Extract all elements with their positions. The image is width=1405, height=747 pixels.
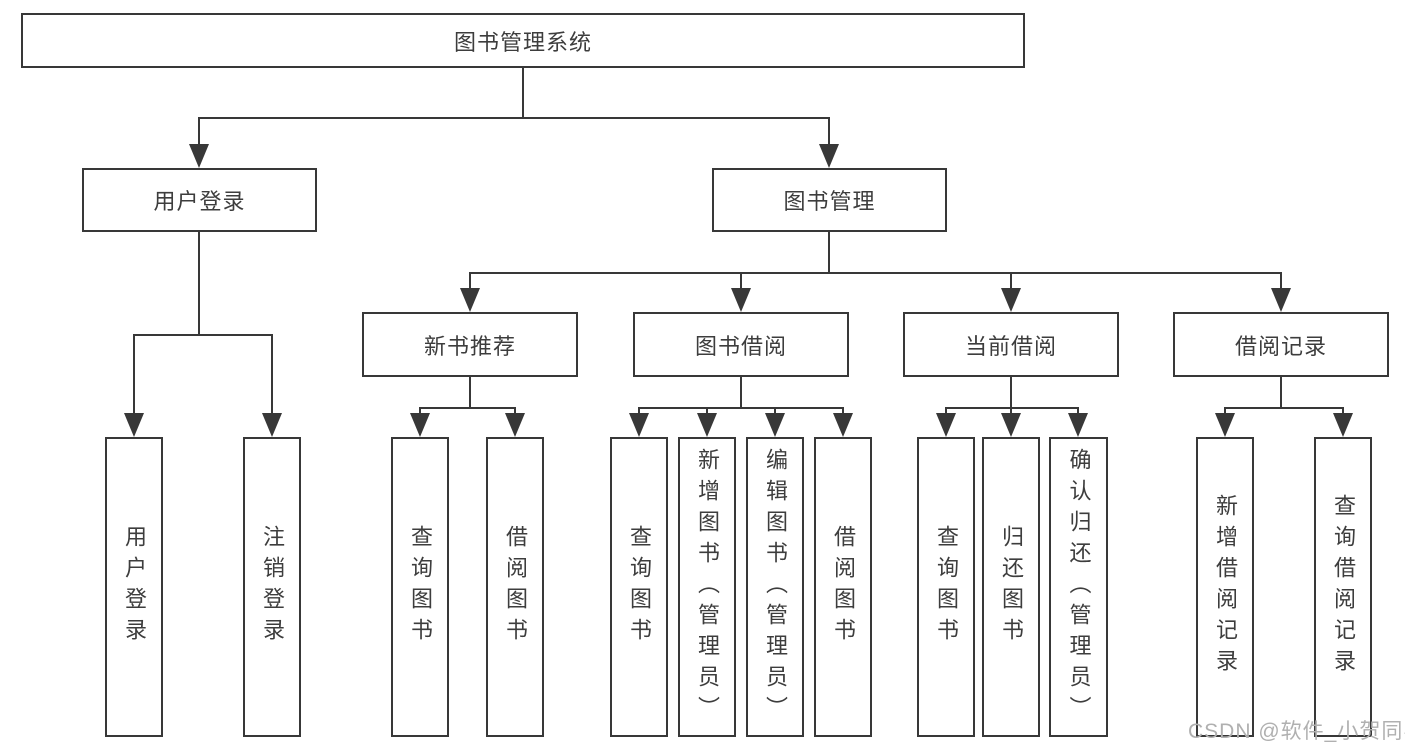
arrow-current-borrow-child-1-icon — [936, 413, 956, 437]
arrow-borrow-records-child-2-icon — [1333, 413, 1353, 437]
connector-book-borrow-stem — [740, 377, 742, 408]
node-borrow-records-label: 借阅记录 — [1234, 333, 1327, 359]
arrow-to-new-book-icon — [460, 288, 480, 312]
node-current-borrow: 当前借阅 — [903, 312, 1119, 377]
connector-borrow-records-drop-2 — [1342, 407, 1344, 417]
leaf-query-borrow-record: 查询借阅记录 — [1314, 437, 1372, 737]
leaf-newbook-borrow-book: 借阅图书 — [486, 437, 544, 737]
arrow-new-book-child-2-icon — [505, 413, 525, 437]
arrow-to-current-borrow-icon — [1001, 288, 1021, 312]
arrow-to-leaf-user-login-icon — [124, 413, 144, 437]
node-current-borrow-label: 当前借阅 — [964, 333, 1057, 359]
leaf-borrow-borrow-book: 借阅图书 — [814, 437, 872, 737]
leaf-user-login: 用户登录 — [105, 437, 163, 737]
node-borrow-records: 借阅记录 — [1173, 312, 1389, 377]
connector-current-borrow-drop-1 — [945, 407, 947, 417]
leaf-current-query-book: 查询图书 — [917, 437, 975, 737]
arrow-to-book-management-icon — [819, 144, 839, 168]
connector-root-stem — [522, 68, 524, 118]
arrow-book-borrow-child-2-icon — [697, 413, 717, 437]
leaf-user-login-label: 用户登录 — [122, 525, 147, 649]
leaf-borrow-borrow-book-label: 借阅图书 — [831, 525, 856, 649]
node-user-login: 用户登录 — [82, 168, 317, 232]
leaf-return-book-label: 归还图书 — [999, 525, 1024, 649]
connector-current-borrow-drop-3 — [1077, 407, 1079, 417]
leaf-newbook-query-book: 查询图书 — [391, 437, 449, 737]
arrow-to-user-login-icon — [189, 144, 209, 168]
node-library-system: 图书管理系统 — [21, 13, 1025, 68]
arrow-current-borrow-child-2-icon — [1001, 413, 1021, 437]
connector-borrow-records-drop-1 — [1224, 407, 1226, 417]
leaf-borrow-query-book-label: 查询图书 — [627, 525, 652, 649]
node-library-system-label: 图书管理系统 — [453, 29, 592, 55]
leaf-confirm-return-admin: 确认归还（管理员） — [1049, 437, 1108, 737]
connector-new-book-drop-2 — [514, 407, 516, 417]
node-user-login-label: 用户登录 — [153, 189, 246, 214]
connector-current-borrow-crossbar — [945, 407, 1079, 409]
node-new-book-recommend-label: 新书推荐 — [423, 333, 516, 359]
connector-book-borrow-drop-4 — [842, 407, 844, 417]
leaf-edit-book-admin: 编辑图书（管理员） — [746, 437, 804, 737]
connector-user-login-drop-2 — [271, 334, 273, 414]
node-new-book-recommend: 新书推荐 — [362, 312, 578, 377]
connector-book-borrow-drop-1 — [638, 407, 640, 417]
node-book-management-label: 图书管理 — [783, 189, 876, 214]
connector-current-borrow-stem — [1010, 377, 1012, 408]
leaf-query-borrow-record-label: 查询借阅记录 — [1331, 494, 1356, 680]
node-book-management: 图书管理 — [712, 168, 947, 232]
node-book-borrow-label: 图书借阅 — [694, 333, 787, 359]
connector-book-borrow-drop-3 — [774, 407, 776, 417]
arrow-current-borrow-child-3-icon — [1068, 413, 1088, 437]
connector-book-management-crossbar — [469, 272, 1282, 274]
connector-book-management-stem — [828, 232, 830, 273]
leaf-logout-login-label: 注销登录 — [260, 525, 285, 649]
connector-borrow-records-crossbar — [1224, 407, 1344, 409]
leaf-return-book: 归还图书 — [982, 437, 1040, 737]
leaf-add-book-admin-label: 新增图书（管理员） — [695, 447, 720, 727]
connector-root-left-drop — [198, 117, 200, 147]
arrow-book-borrow-child-4-icon — [833, 413, 853, 437]
arrow-to-borrow-records-icon — [1271, 288, 1291, 312]
leaf-newbook-query-book-label: 查询图书 — [408, 525, 433, 649]
leaf-confirm-return-admin-label: 确认归还（管理员） — [1066, 447, 1092, 727]
connector-root-right-drop — [828, 117, 830, 147]
connector-current-borrow-drop-2 — [1010, 407, 1012, 417]
connector-new-book-crossbar — [419, 407, 516, 409]
leaf-edit-book-admin-label: 编辑图书（管理员） — [763, 447, 788, 727]
arrow-new-book-child-1-icon — [410, 413, 430, 437]
connector-new-book-drop-1 — [419, 407, 421, 417]
connector-user-login-stem — [198, 232, 200, 335]
arrow-book-borrow-child-1-icon — [629, 413, 649, 437]
leaf-newbook-borrow-book-label: 借阅图书 — [503, 525, 528, 649]
node-book-borrow: 图书借阅 — [633, 312, 849, 377]
connector-book-borrow-drop-2 — [706, 407, 708, 417]
connector-borrow-records-stem — [1280, 377, 1282, 408]
connector-user-login-drop-1 — [133, 334, 135, 414]
arrow-to-book-borrow-icon — [731, 288, 751, 312]
connector-new-book-stem — [469, 377, 471, 408]
connector-book-borrow-crossbar — [638, 407, 844, 409]
connector-drop-borrow-records — [1280, 272, 1282, 292]
leaf-add-borrow-record: 新增借阅记录 — [1196, 437, 1254, 737]
leaf-logout-login: 注销登录 — [243, 437, 301, 737]
connector-user-login-crossbar — [133, 334, 273, 336]
arrow-to-leaf-logout-icon — [262, 413, 282, 437]
leaf-add-book-admin: 新增图书（管理员） — [678, 437, 736, 737]
leaf-current-query-book-label: 查询图书 — [934, 525, 959, 649]
connector-drop-new-book — [469, 272, 471, 292]
connector-root-crossbar — [198, 117, 830, 119]
leaf-add-borrow-record-label: 新增借阅记录 — [1213, 494, 1238, 680]
connector-drop-book-borrow — [740, 272, 742, 292]
arrow-borrow-records-child-1-icon — [1215, 413, 1235, 437]
csdn-watermark: CSDN @软件_小贺同学 — [1188, 720, 1405, 743]
leaf-borrow-query-book: 查询图书 — [610, 437, 668, 737]
arrow-book-borrow-child-3-icon — [765, 413, 785, 437]
connector-drop-current-borrow — [1010, 272, 1012, 292]
